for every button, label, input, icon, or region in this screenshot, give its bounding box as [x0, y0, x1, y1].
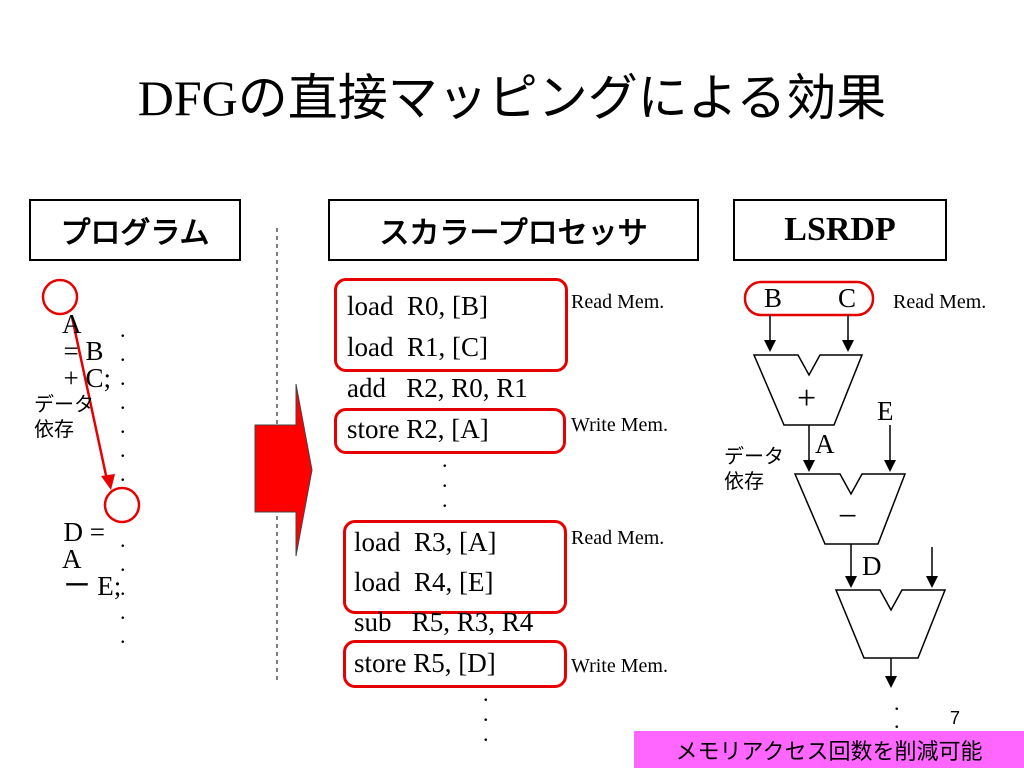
lsrdp-alu-3	[834, 589, 947, 659]
scalar-write-box-1	[334, 408, 566, 454]
program-line-1: A = B + C;	[50, 284, 111, 392]
lsrdp-label-d: D	[862, 551, 882, 581]
scalar-instr-7: sub R5, R3, R4	[354, 607, 534, 637]
lsrdp-dots: ..	[894, 690, 900, 733]
lsrdp-dependency-label: データ 依存	[724, 444, 784, 493]
lsrdp-input-oval	[743, 280, 875, 317]
big-red-arrow	[254, 383, 313, 557]
program-dots-1: .......	[120, 317, 126, 486]
lsrdp-alu-add	[752, 354, 864, 426]
header-lsrdp-label: LSRDP	[784, 211, 896, 248]
lsrdp-op-minus: −	[838, 498, 858, 535]
scalar-write-box-2	[343, 640, 567, 688]
program-minus-e: ー E;	[63, 571, 122, 601]
scalar-read-box-2	[343, 520, 567, 614]
page-title: DFGの直接マッピングによる効果	[137, 70, 887, 126]
program-line-2: D = A ー E;	[50, 492, 121, 600]
header-scalar-label: スカラープロセッサ	[379, 216, 648, 251]
scalar-instr-8: store R5, [D]	[354, 648, 496, 678]
program-plus-c: + C;	[63, 363, 112, 393]
scalar-instr-4: store R2, [A]	[347, 414, 489, 444]
lsrdp-read-note: Read Mem.	[893, 291, 987, 313]
lsrdp-label-e: E	[877, 396, 894, 426]
header-scalar-processor: スカラープロセッサ	[328, 199, 699, 261]
scalar-write-note-2: Write Mem.	[571, 655, 668, 677]
program-circle-a1	[41, 278, 79, 316]
program-dependency-arrow	[70, 316, 109, 481]
lsrdp-input-b: B	[764, 283, 783, 313]
footer-highlight: メモリアクセス回数を削減可能	[634, 731, 1024, 768]
scalar-read-note-1: Read Mem.	[571, 291, 665, 313]
program-var-a: A	[62, 309, 82, 339]
lsrdp-alu-sub	[793, 473, 907, 545]
program-dots-2: .....	[120, 527, 126, 648]
scalar-instr-1: load R0, [B]	[347, 291, 488, 321]
scalar-dots-2: ...	[483, 681, 489, 746]
lsrdp-op-plus: +	[797, 380, 817, 417]
header-lsrdp: LSRDP	[733, 199, 947, 261]
page-number: 7	[950, 708, 961, 728]
scalar-instr-6: load R4, [E]	[354, 567, 494, 597]
scalar-instr-5: load R3, [A]	[354, 527, 497, 557]
header-program: プログラム	[29, 199, 241, 261]
lsrdp-datapath	[743, 280, 947, 688]
lsrdp-input-c: C	[838, 283, 857, 313]
lsrdp-label-a: A	[815, 429, 835, 459]
footer-text: メモリアクセス回数を削減可能	[675, 739, 983, 765]
scalar-read-box-1	[334, 278, 568, 372]
scalar-instr-3: add R2, R0, R1	[347, 373, 528, 403]
program-eq-b: = B	[63, 336, 104, 366]
scalar-write-note-1: Write Mem.	[571, 414, 668, 436]
scalar-instr-2: load R1, [C]	[347, 332, 488, 362]
program-dependency-label: データ 依存	[34, 392, 94, 441]
program-circle-a2	[103, 486, 141, 524]
program-d-eq: D =	[63, 517, 105, 547]
header-program-label: プログラム	[60, 216, 210, 251]
scalar-read-note-2: Read Mem.	[571, 527, 665, 549]
program-dependency-arrowhead	[101, 474, 115, 490]
program-var-a2: A	[62, 544, 82, 574]
scalar-dots-1: ...	[442, 447, 448, 512]
